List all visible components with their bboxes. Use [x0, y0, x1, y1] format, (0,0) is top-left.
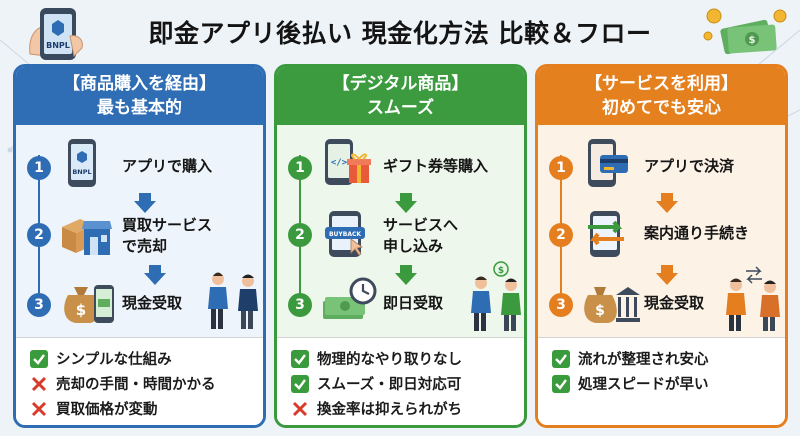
step-label: 即日受取: [383, 294, 444, 312]
svg-text:$: $: [595, 303, 605, 319]
svg-text:$: $: [498, 266, 504, 276]
step-label: 現金受取: [122, 294, 183, 312]
flow-steps: 1 </> ギフト券等購入 2 BUYBACK サービスへ 申し込み 3: [277, 125, 524, 337]
step-label: アプリで購入: [122, 157, 213, 175]
pro-item: 流れが整理され安心: [552, 346, 785, 371]
step-label: 現金受取: [644, 294, 705, 312]
buyback-button-text: BUYBACK: [329, 231, 361, 238]
point-text: 買取価格が変動: [56, 402, 158, 418]
pro-item: 物理的なやり取りなし: [291, 346, 524, 371]
people-exchange-icon: $: [471, 261, 521, 331]
point-text: シンプルな仕組み: [56, 352, 172, 368]
svg-text:</>: </>: [331, 158, 348, 168]
box-shop-icon: [62, 219, 112, 255]
con-item: 買取価格が変動: [30, 396, 263, 421]
point-text: スムーズ・即日対応可: [317, 377, 462, 393]
step-number: 3: [27, 293, 51, 317]
step-number: 1: [27, 156, 51, 180]
check-icon: [291, 374, 309, 393]
check-icon: [30, 349, 48, 368]
bnpl-phone-hand-icon: BNPL: [29, 8, 83, 60]
con-item: 売却の手間・時間かかる: [30, 371, 263, 396]
step-label: ギフト券等購入: [383, 157, 489, 175]
code-phone-gift-icon: </>: [325, 139, 371, 185]
column-service-use: 【サービスを利用】 初めてでも安心 1 アプリで決済 2 案内通り手続き 3: [535, 64, 788, 428]
step-number: 2: [549, 223, 573, 247]
down-arrow-icon: [395, 265, 417, 285]
money-bag-phone-icon: $: [64, 285, 114, 323]
down-arrow-icon: [656, 193, 678, 213]
flow-steps: 1 BNPL アプリで購入 2 買取サービス で売却 3: [16, 125, 263, 337]
step-number: 3: [549, 293, 573, 317]
transfer-phone-icon: [588, 211, 624, 257]
point-text: 換金率は抑えられがち: [317, 402, 462, 418]
svg-text:$: $: [76, 301, 86, 319]
down-arrow-icon: [144, 265, 166, 285]
column-product-purchase: 【商品購入を経由】 最も基本的 1 BNPL アプリで購入 2 買取サービス で…: [13, 64, 266, 428]
smartphone-app-icon: BNPL: [68, 139, 96, 187]
page-title: 即金アプリ後払い 現金化方法 比較＆フロー: [148, 19, 652, 48]
down-arrow-icon: [134, 193, 156, 213]
check-icon: [552, 349, 570, 368]
point-text: 処理スピードが早い: [578, 377, 709, 393]
cross-icon: [31, 376, 47, 391]
down-arrow-icon: [656, 265, 678, 285]
pros-cons-list: 流れが整理され安心 処理スピードが早い: [538, 337, 785, 425]
pros-cons-list: 物理的なやり取りなし スムーズ・即日対応可 換金率は抑えられがち: [277, 337, 524, 425]
point-text: 物理的なやり取りなし: [317, 352, 462, 368]
point-text: 流れが整理され安心: [578, 352, 709, 368]
phone-screen-text: BNPL: [72, 168, 91, 176]
money-bills-coins-icon: $: [703, 8, 787, 55]
step-label: サービスへ 申し込み: [383, 216, 459, 255]
card-payment-phone-icon: [588, 139, 628, 187]
down-arrow-icon: [395, 193, 417, 213]
column-header: 【商品購入を経由】 最も基本的: [16, 67, 263, 125]
step-number: 1: [288, 156, 312, 180]
buyback-phone-icon: BUYBACK: [325, 211, 365, 257]
point-text: 売却の手間・時間かかる: [56, 377, 216, 393]
step-label: 案内通り手続き: [644, 224, 750, 242]
column-heading-line2: 初めてでも安心: [602, 98, 721, 118]
step-number: 2: [288, 223, 312, 247]
con-item: 換金率は抑えられがち: [291, 396, 524, 421]
check-icon: [552, 374, 570, 393]
column-header: 【サービスを利用】 初めてでも安心: [538, 67, 785, 125]
column-heading-line1: 【デジタル商品】: [332, 74, 469, 94]
column-header: 【デジタル商品】 スムーズ: [277, 67, 524, 125]
cash-clock-icon: [323, 277, 377, 319]
pro-item: 処理スピードが早い: [552, 371, 785, 396]
column-heading-line1: 【サービスを利用】: [585, 74, 738, 94]
check-icon: [291, 349, 309, 368]
column-heading-line2: 最も基本的: [97, 98, 182, 118]
cross-icon: [292, 401, 308, 416]
pro-item: シンプルな仕組み: [30, 346, 263, 371]
svg-text:$: $: [749, 35, 756, 46]
cross-icon: [31, 401, 47, 416]
people-handover-icon: [726, 266, 780, 331]
column-heading-line2: スムーズ: [366, 98, 435, 118]
people-talking-icon: [208, 272, 258, 329]
pro-item: スムーズ・即日対応可: [291, 371, 524, 396]
step-number: 3: [288, 293, 312, 317]
flow-steps: 1 アプリで決済 2 案内通り手続き 3 $: [538, 125, 785, 337]
money-bag-bank-icon: $: [584, 287, 640, 323]
pros-cons-list: シンプルな仕組み 売却の手間・時間かかる 買取価格が変動: [16, 337, 263, 425]
column-heading-line1: 【商品購入を経由】: [63, 74, 216, 94]
column-digital-product: 【デジタル商品】 スムーズ 1 </> ギフト券等購入 2 BUYBACK サー…: [274, 64, 527, 428]
step-number: 2: [27, 223, 51, 247]
step-number: 1: [549, 156, 573, 180]
hero-phone-text: BNPL: [46, 41, 70, 50]
step-label: アプリで決済: [644, 157, 735, 175]
step-label: 買取サービス で売却: [122, 216, 213, 255]
